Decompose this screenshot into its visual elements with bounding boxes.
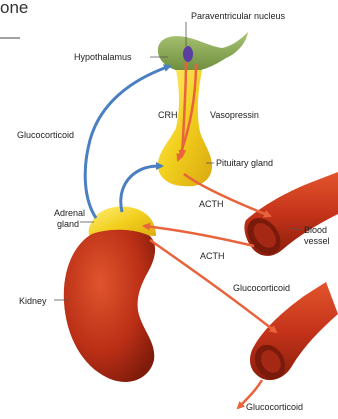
label-glucocorticoid-mid: Glucocorticoid <box>233 283 290 293</box>
label-kidney: Kidney <box>19 296 47 306</box>
acth-arrow-to-adrenal <box>144 226 254 246</box>
label-hypothalamus: Hypothalamus <box>74 52 132 62</box>
glucocorticoid-feedback-arrow-hypothalamus <box>85 66 170 218</box>
label-acth-top: ACTH <box>199 199 224 209</box>
label-paraventricular-nucleus: Paraventricular nucleus <box>191 11 285 21</box>
label-adrenal: Adrenal <box>54 208 85 218</box>
label-blood-vessel: vessel <box>304 236 330 246</box>
label-pituitary-gland: Pituitary gland <box>216 158 273 168</box>
paraventricular-nucleus-shape <box>183 46 193 62</box>
hypothalamus-shape <box>158 32 248 72</box>
label-adrenal-gland: gland <box>57 219 79 229</box>
label-crh: CRH <box>158 110 178 120</box>
label-acth-mid: ACTH <box>200 251 225 261</box>
kidney-shape <box>64 230 155 382</box>
label-glucocorticoid-bottom: Glucocorticoid <box>246 402 303 412</box>
label-glucocorticoid-feedback: Glucocorticoid <box>17 130 74 140</box>
glucocorticoid-feedback-arrow-pituitary <box>121 166 162 212</box>
label-vasopressin: Vasopressin <box>210 110 259 120</box>
label-blood: Blood <box>304 225 327 235</box>
